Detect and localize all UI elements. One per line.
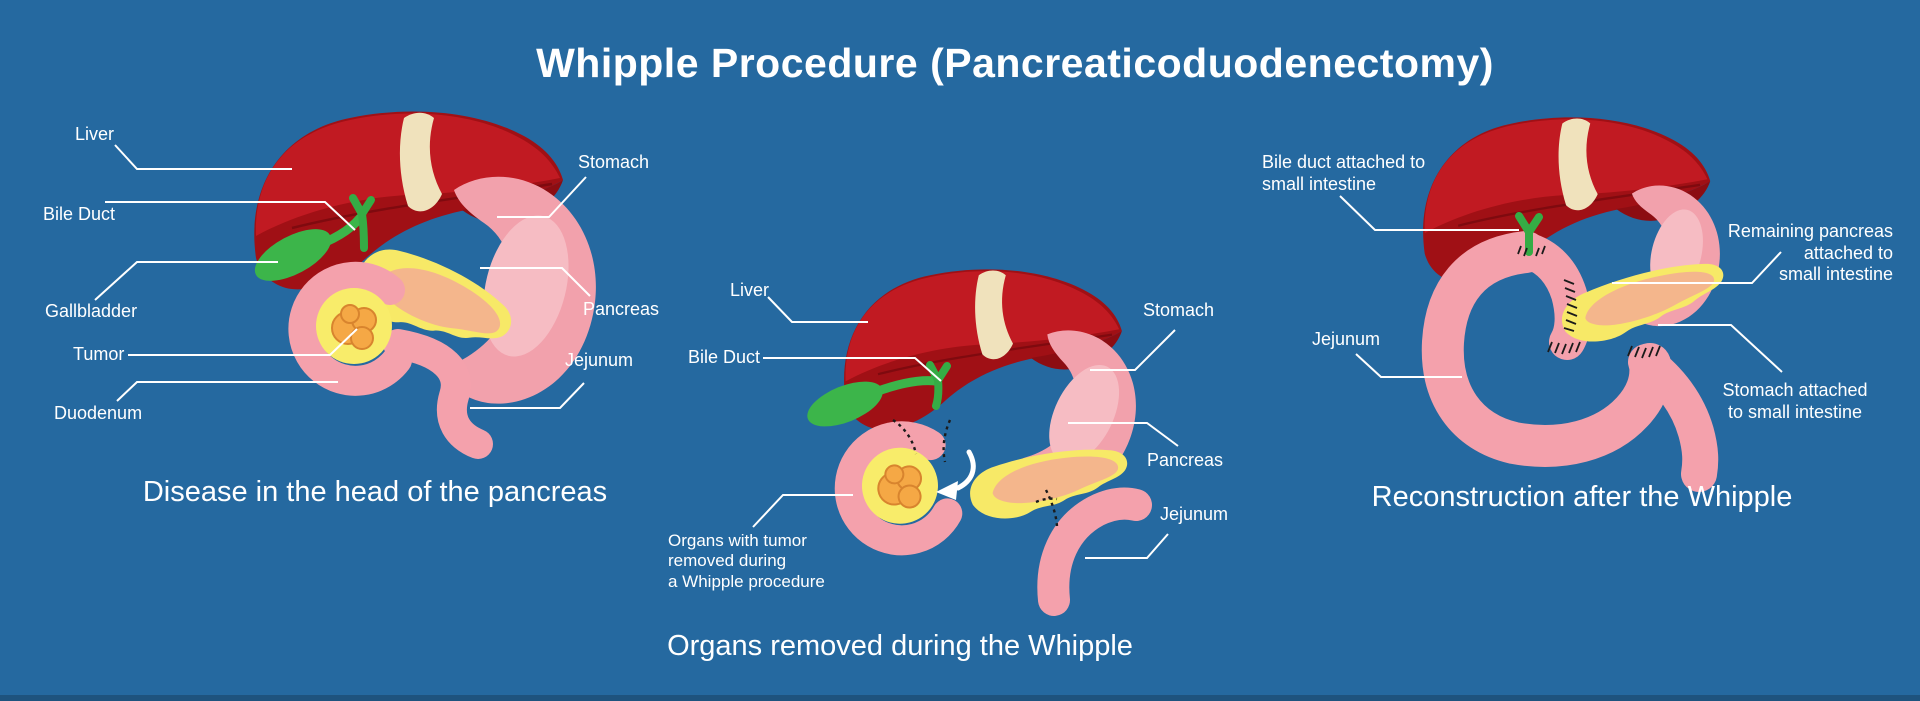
leader-line-duodenum	[116, 381, 338, 402]
bile-duct-illustration	[1515, 212, 1543, 256]
leader-line-organs-removed	[752, 494, 853, 528]
jejunum-loop	[1421, 231, 1672, 467]
leader-line-stomach-attached	[1658, 324, 1783, 373]
leader-line-liver	[767, 296, 868, 323]
label-remaining-pancreas-p3: Remaining pancreas attached to small int…	[1727, 221, 1893, 285]
cut-marks	[892, 419, 1059, 527]
leader-line-jejunum	[1355, 353, 1462, 378]
label-stomach-p1: Stomach	[578, 152, 650, 172]
label-bile-duct-p1: Bile Duct	[43, 204, 116, 224]
panel3-illustration	[1339, 116, 1783, 492]
removal-arrow-icon	[936, 449, 976, 500]
leader-line-jejunum	[1085, 533, 1169, 559]
label-pancreas-p1: Pancreas	[583, 299, 660, 319]
leader-line-stomach	[1090, 329, 1176, 371]
label-organs-removed-p2: Organs with tumor removed during a Whipp…	[668, 531, 825, 591]
leader-lines-panel3	[1339, 195, 1783, 378]
leader-lines-panel1	[94, 144, 591, 409]
page-title: Whipple Procedure (Pancreaticoduodenecto…	[536, 40, 1494, 86]
leader-line-pancreas	[480, 267, 591, 297]
panel2-illustration	[752, 268, 1179, 616]
leader-line-gallbladder	[94, 261, 278, 301]
bottom-border	[0, 695, 1920, 701]
gallbladder-bileduct-illustration	[807, 361, 951, 427]
leader-lines-panel2	[752, 296, 1179, 559]
leader-line-pancreas	[1068, 422, 1179, 447]
suture-marks	[1517, 245, 1661, 359]
leader-line-tumor	[128, 328, 358, 356]
leader-line-bile-duct	[763, 357, 942, 382]
caption-panel3: Reconstruction after the Whipple	[1371, 481, 1793, 513]
label-bile-duct-p2: Bile Duct	[688, 347, 761, 367]
label-jejunum-p1: Jejunum	[565, 350, 634, 370]
label-liver-p2: Liver	[730, 280, 770, 300]
label-jejunum-p3: Jejunum	[1312, 329, 1381, 349]
leader-line-jejunum	[470, 382, 585, 409]
label-pancreas-p2: Pancreas	[1147, 450, 1224, 470]
caption-panel2: Organs removed during the Whipple	[667, 630, 1133, 662]
label-jejunum-p2: Jejunum	[1160, 504, 1229, 524]
label-tumor-p1: Tumor	[73, 344, 125, 364]
leader-line-remaining-pancreas	[1612, 251, 1782, 284]
label-bile-duct-attached-p3: Bile duct attached to small intestine	[1262, 152, 1426, 194]
duodenum-tumor-illustration	[303, 277, 397, 381]
leader-line-liver	[114, 144, 292, 170]
gallbladder-bileduct-illustration	[254, 194, 375, 281]
label-liver-p1: Liver	[75, 124, 115, 144]
caption-panel1: Disease in the head of the pancreas	[142, 476, 608, 508]
duodenum-tumor-illustration	[843, 431, 950, 547]
label-stomach-p2: Stomach	[1143, 300, 1215, 320]
label-duodenum-p1: Duodenum	[54, 403, 143, 423]
jejunum-illustration	[383, 329, 493, 459]
panel1-illustration	[94, 110, 596, 459]
leader-line-bile-duct	[105, 201, 356, 231]
leader-line-bile-duct-attached	[1339, 195, 1519, 231]
leader-line-stomach	[497, 176, 587, 218]
label-stomach-attached-p3: Stomach attached to small intestine	[1722, 380, 1868, 422]
jejunum-illustration	[1037, 487, 1152, 616]
label-gallbladder-p1: Gallbladder	[45, 301, 138, 321]
